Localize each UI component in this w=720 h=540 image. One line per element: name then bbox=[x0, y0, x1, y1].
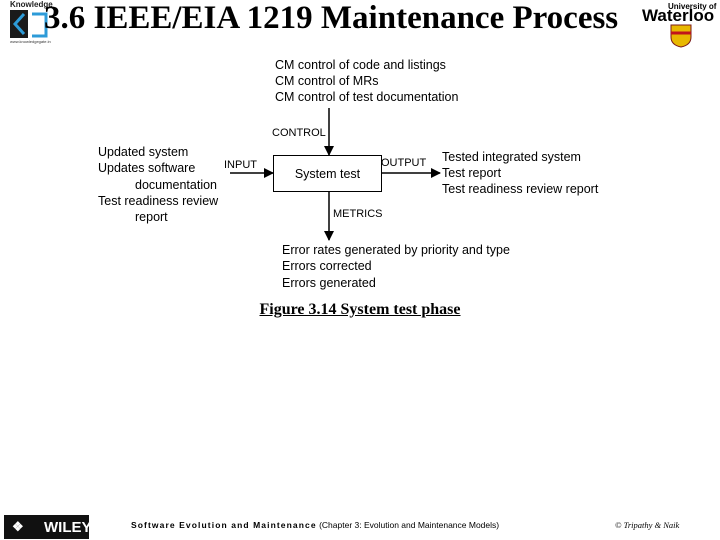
output-item: Test readiness review report bbox=[442, 182, 599, 196]
knowledgegate-logo: Knowledge www.knowledgegate.in bbox=[10, 0, 53, 50]
footer-book-info: Software Evolution and Maintenance (Chap… bbox=[131, 520, 499, 530]
input-item: report bbox=[135, 210, 168, 224]
kg-logo-icon bbox=[10, 10, 48, 38]
control-item: CM control of code and listings bbox=[275, 58, 446, 72]
copyright: © Tripathy & Naik bbox=[615, 520, 680, 530]
input-item: documentation bbox=[135, 178, 218, 192]
input-item: Updated system bbox=[98, 145, 189, 159]
input-label: INPUT bbox=[224, 159, 257, 171]
metrics-item: Errors corrected bbox=[282, 259, 372, 273]
wiley-emblem-icon: ❖ bbox=[12, 519, 24, 534]
waterloo-logo-main: Waterloo bbox=[642, 6, 715, 25]
control-item: CM control of MRs bbox=[275, 74, 379, 88]
input-item: Test readiness review bbox=[98, 194, 219, 208]
output-label: OUTPUT bbox=[381, 157, 427, 169]
waterloo-logo-top: University of bbox=[668, 2, 717, 11]
metrics-label: METRICS bbox=[333, 208, 383, 220]
metrics-item: Error rates generated by priority and ty… bbox=[282, 243, 510, 257]
figure-caption: Figure 3.14 System test phase bbox=[259, 301, 461, 318]
chapter-info: (Chapter 3: Evolution and Maintenance Mo… bbox=[319, 520, 500, 530]
book-title: Software Evolution and Maintenance bbox=[131, 520, 317, 530]
logo-text: Knowledge bbox=[10, 0, 53, 9]
system-test-box: System test bbox=[273, 155, 382, 192]
process-label: System test bbox=[294, 166, 361, 181]
control-label: CONTROL bbox=[272, 127, 326, 139]
waterloo-logo: University of Waterloo bbox=[640, 2, 720, 48]
logo-url: www.knowledgegate.in bbox=[10, 39, 51, 44]
output-item: Tested integrated system bbox=[442, 150, 581, 164]
publisher-name: WILEY bbox=[44, 518, 92, 536]
control-item: CM control of test documentation bbox=[275, 90, 459, 104]
wiley-logo: ❖ WILEY bbox=[4, 515, 92, 539]
metrics-item: Errors generated bbox=[282, 276, 376, 290]
footer: ❖ WILEY Software Evolution and Maintenan… bbox=[0, 512, 720, 540]
input-item: Updates software bbox=[98, 161, 196, 175]
output-item: Test report bbox=[442, 166, 502, 180]
page-title: 3.6 IEEE/EIA 1219 Maintenance Process bbox=[44, 0, 619, 36]
waterloo-crest-icon bbox=[670, 24, 692, 48]
